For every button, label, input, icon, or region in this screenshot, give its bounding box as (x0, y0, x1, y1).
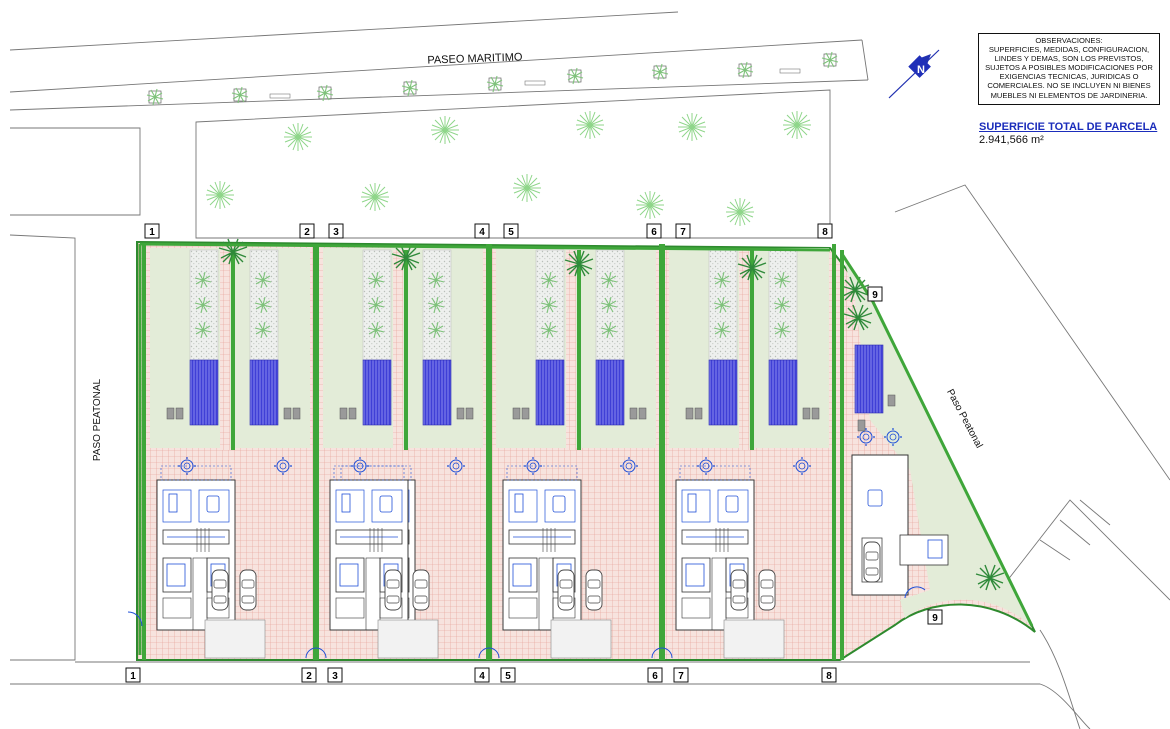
unit-markers: 1 2 3 4 5 6 7 8 1 2 3 4 5 6 7 8 9 9 (125, 223, 943, 683)
unit-marker-bottom: 6 (647, 667, 663, 683)
unit-marker-bottom: 2 (301, 667, 317, 683)
unit-marker-top: 5 (503, 223, 519, 239)
promenade-trees (146, 51, 839, 106)
unit-marker-top: 2 (299, 223, 315, 239)
unit-marker-label: 4 (479, 671, 485, 682)
observations-note: OBSERVACIONES: SUPERFICIES, MEDIDAS, CON… (978, 33, 1160, 105)
unit-marker-label: 8 (822, 227, 828, 238)
unit-marker-bottom: 7 (673, 667, 689, 683)
surface-title: SUPERFICIE TOTAL DE PARCELA (979, 121, 1158, 133)
unit-marker-label: 6 (651, 227, 657, 238)
unit-marker-top: 6 (646, 223, 662, 239)
unit-marker-label: 3 (333, 227, 339, 238)
observations-line: OBSERVACIONES: (1035, 36, 1103, 45)
unit-marker-top: 8 (817, 223, 833, 239)
unit-marker-bottom: 8 (821, 667, 837, 683)
unit-marker-label: 9 (932, 613, 938, 624)
unit-marker-label: 6 (652, 671, 658, 682)
paseo-maritimo-label: PASEO MARITIMO (427, 51, 523, 66)
unit-marker-label: 1 (149, 227, 155, 238)
unit-marker-label: 4 (479, 227, 485, 238)
paso-peatonal-left-label: PASO PEATONAL (92, 378, 103, 461)
gates (127, 586, 926, 659)
surface-value: 2.941,566 m² (979, 134, 1044, 146)
unit-marker-top: 7 (675, 223, 691, 239)
unit-marker-bottom: 1 (125, 667, 141, 683)
observations-line: EXIGENCIAS TECNICAS, JURIDICAS O (999, 72, 1139, 82)
park-palms (205, 110, 812, 227)
observations-line: LINDES Y DEMAS, SON LOS PREVISTOS, (994, 54, 1144, 64)
unit-marker-label: 7 (678, 671, 684, 682)
unit-marker-label: 1 (130, 671, 136, 682)
unit-marker-top: 1 (144, 223, 160, 239)
north-arrow-icon (888, 49, 940, 99)
unit-marker-label: 9 (872, 290, 878, 301)
observations-line: SUJETOS A POSIBLES MODIFICACIONES POR (985, 63, 1153, 73)
unit-marker-label: 5 (505, 671, 511, 682)
unit-marker-label: 2 (304, 227, 310, 238)
unit-marker-side: 9 (927, 609, 943, 625)
observations-line: COMERCIALES. NO SE INCLUYEN NI BIENES (987, 81, 1151, 91)
observations-line: SUPERFICIES, MEDIDAS, CONFIGURACION, (988, 45, 1150, 55)
north-symbol: N (917, 64, 925, 76)
unit-marker-bottom: 3 (327, 667, 343, 683)
observations-line: MUEBLES NI ELEMENTOS DE JARDINERIA. (990, 90, 1148, 100)
unit-marker-label: 7 (680, 227, 686, 238)
unit-marker-bottom: 5 (500, 667, 516, 683)
unit-marker-label: 8 (826, 671, 832, 682)
paso-peatonal-right-label: Paso Peatonal (944, 388, 984, 451)
unit-marker-label: 3 (332, 671, 338, 682)
unit-marker-side: 9 (867, 286, 883, 302)
unit-marker-top: 3 (328, 223, 344, 239)
unit-marker-label: 2 (306, 671, 312, 682)
corner-unit (840, 250, 1005, 660)
plots (142, 238, 1005, 660)
unit-marker-top: 4 (474, 223, 490, 239)
unit-marker-label: 5 (508, 227, 514, 238)
unit-marker-bottom: 4 (474, 667, 490, 683)
